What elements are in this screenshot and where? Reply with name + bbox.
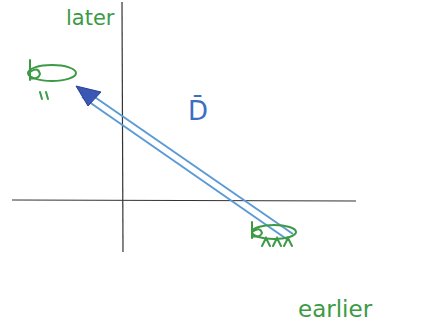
axes xyxy=(12,2,356,252)
axis-label: earlier xyxy=(298,298,372,321)
arrow-line xyxy=(82,97,288,240)
axis-label: later xyxy=(66,8,115,29)
vertical-axis xyxy=(122,2,123,252)
displacement-arrow xyxy=(76,86,293,240)
vector-label: D̄ xyxy=(188,98,208,124)
event-sketch-later xyxy=(28,60,76,99)
arrow-line xyxy=(86,91,293,234)
arrowhead xyxy=(76,86,101,106)
horizontal-axis xyxy=(12,200,356,201)
event-sketch-earlier xyxy=(252,222,296,246)
